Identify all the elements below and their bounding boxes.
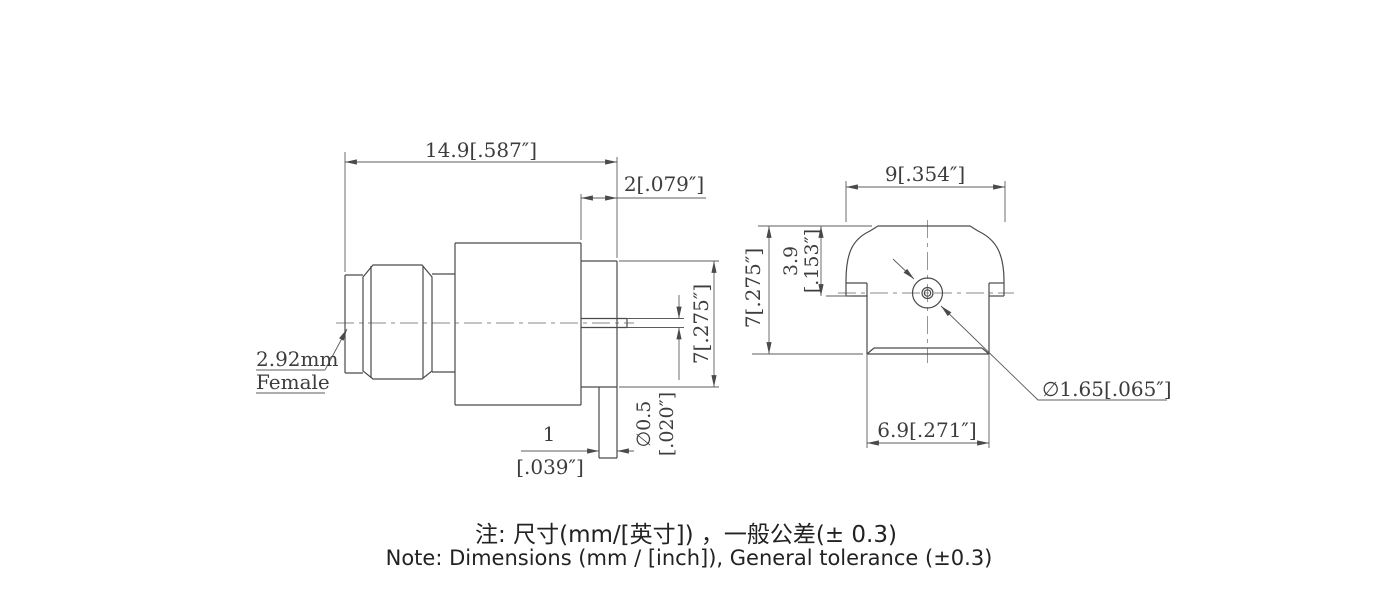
dome-outline: [845, 225, 1005, 282]
dim-step-height: 3.9: [780, 246, 802, 276]
dim-overall-length: 14.9[.587″]: [425, 138, 537, 162]
note-english: Note: Dimensions (mm / [inch]), General …: [386, 546, 993, 570]
side-view-dimensions: [256, 152, 719, 454]
dim-flange-height: 7[.275″]: [689, 284, 713, 364]
end-view: 9[.354″] 3.9 [.153″] 7[.275″] 6.9[.271″]…: [741, 162, 1172, 448]
notes-block: 注: 尺寸(mm/[英寸]) ，一般公差(± 0.3) Note: Dimens…: [386, 522, 993, 570]
dim-pin-diameter-inch: [.020″]: [656, 392, 678, 456]
dim-flange-thickness: 2[.079″]: [624, 172, 704, 196]
dim-pin-diameter: ∅0.5: [633, 401, 655, 448]
end-view-body-outline: [845, 225, 1005, 355]
side-view-body-outline: [344, 242, 628, 459]
dim-base-width: 6.9[.271″]: [877, 418, 976, 442]
end-view-dimensions: [752, 181, 1167, 448]
contact-pointer-arrow: [892, 258, 915, 280]
dim-body-width: 9[.354″]: [885, 162, 965, 186]
note-chinese: 注: 尺寸(mm/[英寸]) ，一般公差(± 0.3): [475, 522, 897, 548]
hex-nut: [362, 264, 433, 380]
connector-label-leader: [324, 328, 348, 371]
connector-gender-label: Female: [256, 370, 330, 394]
inner-contact-ring: [921, 286, 934, 300]
dim-hole-diameter: ∅1.65[.065″]: [1042, 377, 1172, 401]
side-view: 14.9[.587″] 2[.079″] 7[.275″] ∅0.5 [.020…: [256, 138, 719, 479]
pin-hole-circle: [923, 289, 932, 297]
dim-leg-width-inch: [.039″]: [516, 455, 584, 479]
dim-leg-width: 1: [543, 422, 556, 446]
connector-size-label: 2.92mm: [256, 347, 338, 371]
outer-contact-circle: [911, 277, 944, 309]
dim-body-height: 7[.275″]: [741, 248, 765, 328]
hole-diameter-leader: [940, 305, 1167, 401]
dim-step-height-inch: [.153″]: [801, 229, 823, 293]
